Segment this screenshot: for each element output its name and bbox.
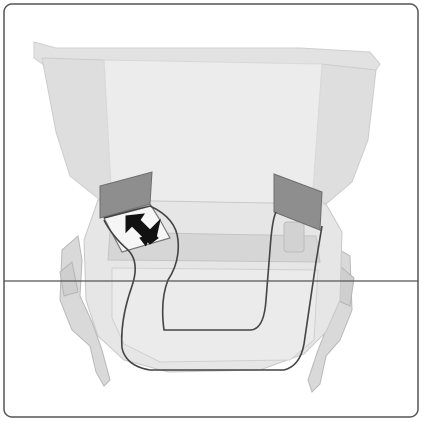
roll-top-closure — [34, 42, 380, 204]
side-buckle — [284, 222, 304, 252]
